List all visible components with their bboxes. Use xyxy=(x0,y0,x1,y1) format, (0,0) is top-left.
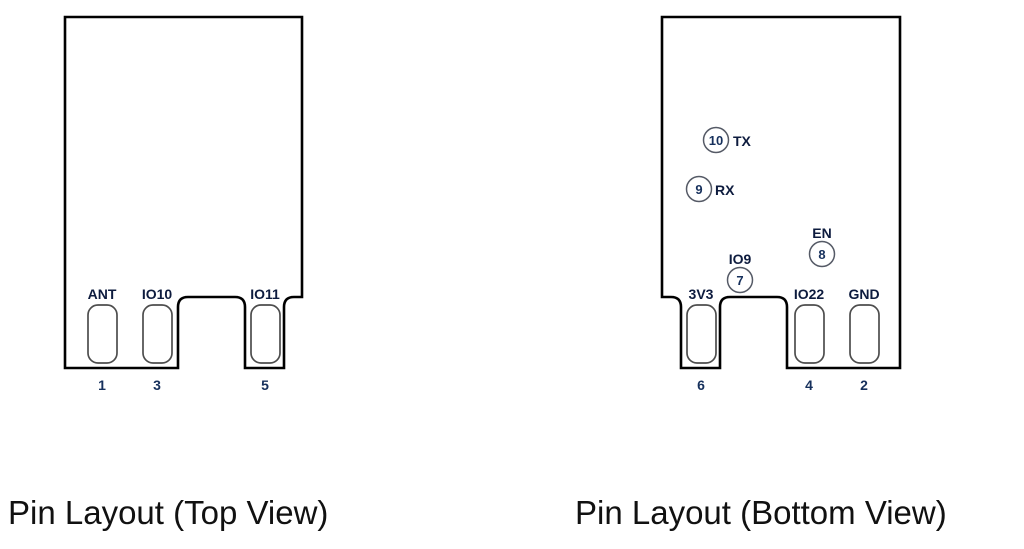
pad-label-ant: ANT xyxy=(88,286,117,302)
pad-io22 xyxy=(794,304,825,364)
inner-pin-io9: IO9 7 xyxy=(726,251,754,294)
pad-number-3: 3 xyxy=(153,377,161,393)
pad-number-4: 4 xyxy=(805,377,813,393)
pad-number-2: 2 xyxy=(860,377,868,393)
pin-circle-7 xyxy=(726,266,754,294)
inner-pin-label-io9: IO9 xyxy=(729,251,752,267)
pad-number-5: 5 xyxy=(261,377,269,393)
inner-pin-label-tx: TX xyxy=(733,133,752,149)
pad-io11 xyxy=(250,304,281,364)
pad-number-1: 1 xyxy=(98,377,106,393)
bottom-view-outline xyxy=(660,15,902,370)
pad-3v3 xyxy=(686,304,717,364)
pad-label-3v3: 3V3 xyxy=(689,286,714,302)
inner-pin-label-en: EN xyxy=(812,225,831,241)
pad-label-gnd: GND xyxy=(848,286,879,302)
pin-circle-number-8: 8 xyxy=(818,247,825,262)
pad-label-io22: IO22 xyxy=(794,286,825,302)
inner-pin-rx: 9 RX xyxy=(685,175,735,203)
pin-circle-10 xyxy=(702,126,730,154)
pad-gnd xyxy=(849,304,880,364)
top-view-outline xyxy=(63,15,304,370)
pad-number-6: 6 xyxy=(697,377,705,393)
pin-circle-number-9: 9 xyxy=(695,182,702,197)
caption-top-view: Pin Layout (Top View) xyxy=(8,494,329,531)
pin-circle-number-10: 10 xyxy=(709,133,723,148)
top-view-module: ANT 1 IO10 3 IO11 5 xyxy=(63,15,304,393)
pad-io10 xyxy=(142,304,173,364)
pad-label-io11: IO11 xyxy=(250,286,280,302)
pin-circle-8 xyxy=(808,240,836,268)
pin-circle-number-7: 7 xyxy=(736,273,743,288)
pad-ant xyxy=(87,304,118,364)
inner-pin-en: EN 8 xyxy=(808,225,836,268)
pin-circle-9 xyxy=(685,175,713,203)
pad-label-io10: IO10 xyxy=(142,286,173,302)
caption-bottom-view: Pin Layout (Bottom View) xyxy=(575,494,947,531)
bottom-view-module: 3V3 6 IO22 4 GND 2 10 TX 9 RX xyxy=(660,15,902,393)
inner-pin-label-rx: RX xyxy=(715,182,735,198)
inner-pin-tx: 10 TX xyxy=(702,126,752,154)
